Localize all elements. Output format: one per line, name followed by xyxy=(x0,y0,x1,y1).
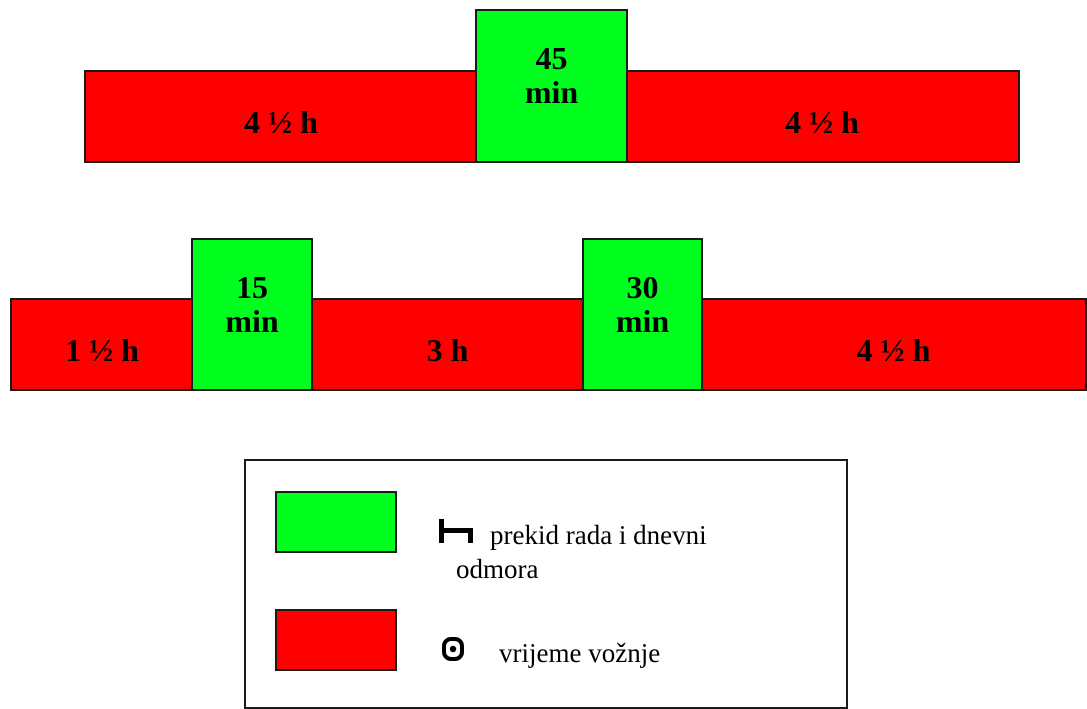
segment-label: 4 ½ h xyxy=(856,331,931,368)
legend-box: prekid rada i dnevni odmora vrijeme vožn… xyxy=(244,459,848,709)
legend-break-swatch xyxy=(275,491,397,553)
segment-label: 15 min xyxy=(225,268,279,339)
row1-break-segment-1: 45 min xyxy=(475,9,628,163)
legend-break-label: prekid rada i dnevni odmora xyxy=(456,520,707,584)
segment-label: 30 min xyxy=(615,268,670,339)
row2-break-segment-1: 15 min xyxy=(191,238,313,391)
segment-label: 45 min xyxy=(524,40,579,110)
row1-driving-segment-2: 4 ½ h xyxy=(624,70,1020,163)
legend-driving-label: vrijeme vožnje xyxy=(499,638,661,668)
segment-label: 3 h xyxy=(426,331,469,368)
row1-driving-segment-1: 4 ½ h xyxy=(84,70,478,163)
row2-driving-segment-1: 1 ½ h xyxy=(10,298,194,391)
row2-break-segment-2: 30 min xyxy=(582,238,703,391)
row2-driving-segment-3: 4 ½ h xyxy=(700,298,1087,391)
steering-wheel-icon xyxy=(442,637,464,661)
segment-label: 4 ½ h xyxy=(785,103,859,140)
segment-label: 4 ½ h xyxy=(244,103,318,140)
legend-driving-swatch xyxy=(275,609,397,671)
segment-label: 1 ½ h xyxy=(65,331,139,368)
bed-icon xyxy=(439,519,473,543)
row2-driving-segment-2: 3 h xyxy=(310,298,585,391)
